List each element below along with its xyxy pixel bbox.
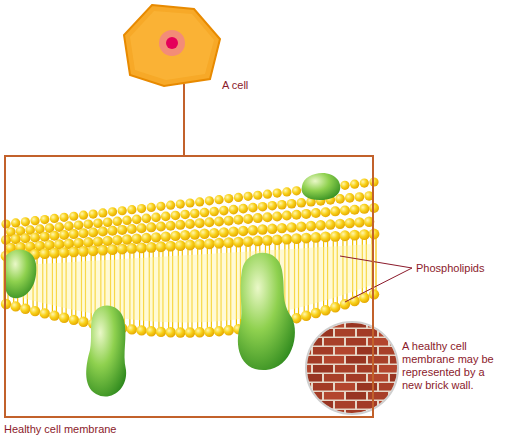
frame-caption: Healthy cell membrane bbox=[4, 423, 117, 436]
part-label: Phospholipids bbox=[416, 262, 508, 275]
leader-lines bbox=[340, 256, 412, 302]
cell-outline bbox=[122, 3, 222, 88]
cell-shape: A cell bbox=[122, 3, 222, 88]
lipid-heads bbox=[1, 289, 379, 338]
cell-label: A cell bbox=[222, 79, 248, 92]
zoom-frame: Healthy cell membrane bbox=[4, 155, 374, 418]
zoom-connector bbox=[184, 84, 185, 155]
proteins bbox=[4, 173, 340, 397]
lipid-tails bbox=[4, 238, 376, 329]
note-text: A healthy cell membrane may be represent… bbox=[402, 340, 506, 392]
phospholipid-bilayer bbox=[1, 177, 380, 337]
